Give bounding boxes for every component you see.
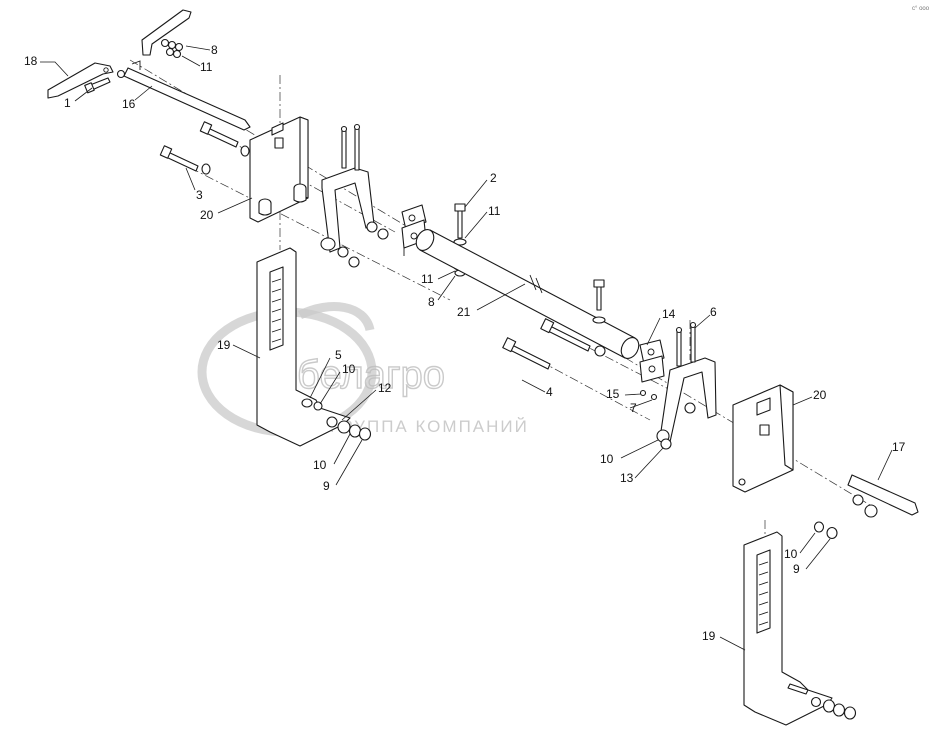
callout-1: 1 [64,96,71,110]
watermark-subtitle: ГРУППА КОМПАНИЙ [330,417,529,436]
callout-3: 3 [196,188,203,202]
callout-11: 11 [200,60,213,74]
callout-10: 10 [600,452,614,466]
callout-8: 8 [428,295,435,309]
callout-19: 19 [702,629,716,643]
leader-lines [40,45,893,651]
callout-21: 21 [457,305,471,319]
callout-10: 10 [313,458,327,472]
callout-9: 9 [323,479,330,493]
part-14-clamp [639,339,665,401]
part-clamp-left [401,204,427,256]
part-20-plate-left [249,116,309,223]
corner-mark: с° ооо [912,6,930,12]
callout-8: 8 [211,43,218,57]
callout-17: 17 [892,440,906,454]
callout-6: 6 [710,305,717,319]
part-3-bolts [159,121,250,175]
callout-labels: 18 1 8 11 16 3 20 2 11 11 8 21 19 5 10 1… [24,43,906,643]
part-10-9-washers-right [813,521,838,540]
part-hook-plate [141,9,192,56]
callout-12: 12 [378,381,392,395]
part-19-bracket-right [743,531,857,726]
part-8-11-washers-top [160,38,184,59]
part-4-bolts [502,318,606,370]
part-20-plate-right [732,384,794,493]
watermark-brand: белагро [297,353,445,397]
part-21-tube [415,229,640,359]
part-bolt-tube-end [592,279,606,324]
watermark: белагро ГРУППА КОМПАНИЙ [197,302,529,437]
callout-7: 7 [630,401,637,415]
callout-10: 10 [784,547,798,561]
part-18-lever [47,62,114,99]
part-17-bar [847,474,919,518]
part-1-bolt [84,77,111,94]
callout-4: 4 [546,385,553,399]
callout-2: 2 [490,171,497,185]
callout-16: 16 [122,97,136,111]
callout-14: 14 [662,307,676,321]
callout-20: 20 [200,208,214,222]
callout-11: 11 [488,204,501,218]
part-19-bracket-left [256,247,372,447]
callout-11: 11 [421,272,434,286]
callout-10: 10 [342,362,356,376]
callout-9: 9 [793,562,800,576]
part-16-bar [116,60,251,131]
callout-13: 13 [620,471,634,485]
callout-5: 5 [335,348,342,362]
part-bracket-left [320,123,389,268]
callout-19: 19 [217,338,231,352]
part-6-bracket [656,321,717,450]
callout-20: 20 [813,388,827,402]
callout-18: 18 [24,54,38,68]
callout-15: 15 [606,387,620,401]
